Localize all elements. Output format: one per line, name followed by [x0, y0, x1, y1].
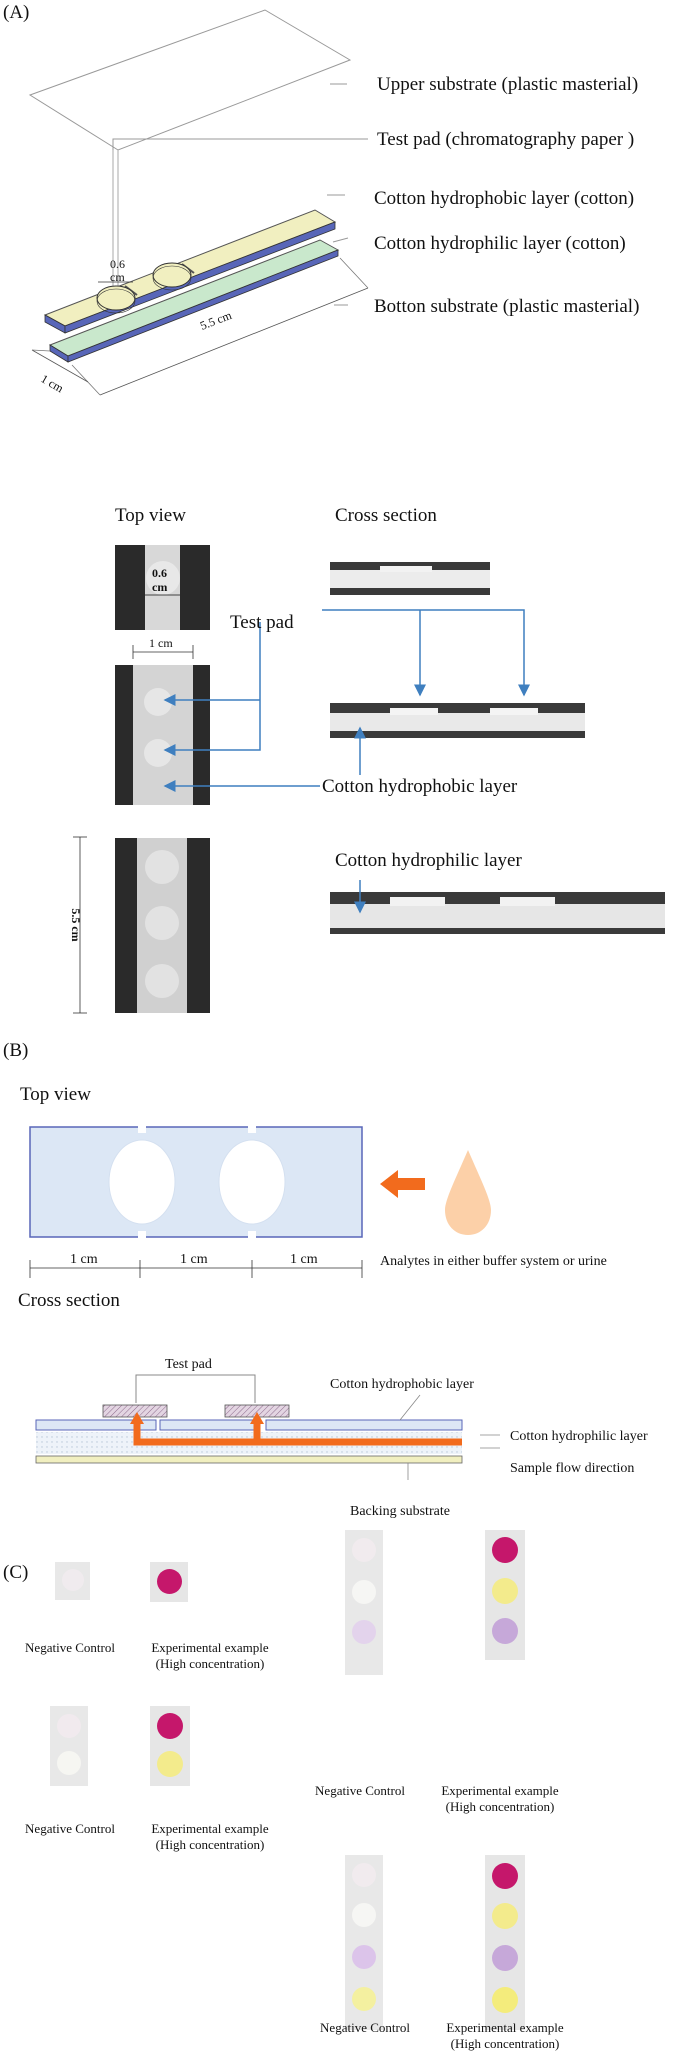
- cross-backing: [35, 1455, 463, 1464]
- pad-dim-value: 0.6: [110, 257, 125, 271]
- panel-b-top-diagram: 1 cm 1 cm 1 cm Analytes in either buffer…: [29, 1125, 607, 1278]
- label-hydrophobic: Cotton hydrophobic layer (cotton): [374, 188, 634, 209]
- cross-hydrophobic-1: [35, 1419, 157, 1431]
- c1-exp-line1: Experimental example: [151, 1640, 269, 1655]
- c1-exp-line2: (High concentration): [155, 1656, 265, 1671]
- exploded-diagram: 0.6 cm 5.5 cm 1 cm Upper substrate (plas…: [28, 9, 639, 396]
- c4-negative-label: Negative Control: [320, 2020, 410, 2035]
- label-bottom-substrate: Botton substrate (plastic masterial): [374, 296, 639, 317]
- cross-section-photo-2: [330, 703, 585, 738]
- panel-b-cross-section: Cross section: [18, 1290, 120, 1311]
- c3-experiment-label: Experimental example (High concentration…: [420, 1783, 580, 1815]
- cross-label-backing: Backing substrate: [350, 1504, 450, 1519]
- length-dim-label: 5.5 cm: [198, 308, 234, 333]
- photo-pad-dim-unit: cm: [152, 580, 167, 594]
- c3-negative-photo: [345, 1530, 383, 1675]
- cross-label-flow: Sample flow direction: [510, 1461, 634, 1476]
- photo-leader-lines: [163, 609, 530, 914]
- c2-exp-line1: Experimental example: [151, 1821, 269, 1836]
- dim-2: 1 cm: [180, 1252, 208, 1267]
- width-dim-label: 1 cm: [39, 371, 67, 395]
- label-test-pad: Test pad (chromatography paper ): [377, 129, 634, 150]
- photo-width-dim-label: 1 cm: [149, 636, 173, 650]
- panel-b-top-view: Top view: [20, 1084, 91, 1105]
- c2-negative-label: Negative Control: [25, 1821, 115, 1836]
- c4-experiment-photo: [485, 1855, 525, 2030]
- photo-pad-dim-value: 0.6: [152, 566, 167, 580]
- c1-experiment-photo: [150, 1562, 188, 1602]
- photo-length-dim-label: 5.5 cm: [69, 908, 83, 941]
- strip-top-view: [29, 1126, 363, 1238]
- photo-label-hydrophobic: Cotton hydrophobic layer: [322, 776, 518, 797]
- cross-test-pad-1: [102, 1404, 168, 1418]
- c2-exp-line2: (High concentration): [155, 1837, 265, 1852]
- photo-length-dim: 5.5 cm: [69, 836, 87, 1014]
- photo-label-test-pad: Test pad: [230, 612, 294, 633]
- analytes-label: Analytes in either buffer system or urin…: [380, 1254, 607, 1269]
- photo-top-view-label: Top view: [115, 505, 186, 526]
- c4-negative-photo: [345, 1855, 383, 2030]
- label-upper-substrate: Upper substrate (plastic masterial): [377, 74, 638, 95]
- flow-arrow-top: [380, 1170, 425, 1198]
- top-view-photo-3: [115, 838, 210, 1013]
- c3-negative-label: Negative Control: [315, 1783, 405, 1798]
- well-1: [108, 1139, 176, 1225]
- cross-section-photo-3: [330, 892, 665, 934]
- c1-negative-photo: [55, 1562, 90, 1600]
- c3-exp-line2: (High concentration): [445, 1799, 555, 1814]
- c3-experiment-photo: [485, 1530, 525, 1660]
- c1-experiment-label: Experimental example (High concentration…: [130, 1640, 290, 1672]
- top-view-photo-1: [115, 545, 210, 630]
- flow-arrow-cross: [133, 1422, 462, 1446]
- label-hydrophilic: Cotton hydrophilic layer (cotton): [374, 233, 626, 254]
- top-view-photo-2: [115, 665, 210, 805]
- photo-label-hydrophilic: Cotton hydrophilic layer: [335, 850, 522, 871]
- dim-1: 1 cm: [70, 1252, 98, 1267]
- pad-dim-unit: cm: [110, 270, 125, 284]
- photo-cross-section-label: Cross section: [335, 505, 437, 526]
- dim-3: 1 cm: [290, 1252, 318, 1267]
- upper-substrate-sheet: [28, 9, 352, 151]
- photo-width-dim: 1 cm: [132, 636, 194, 659]
- cross-hydrophobic-3: [265, 1419, 463, 1431]
- c4-exp-line1: Experimental example: [446, 2020, 564, 2035]
- c4-experiment-label: Experimental example (High concentration…: [425, 2020, 585, 2052]
- c4-exp-line2: (High concentration): [450, 2036, 560, 2051]
- cross-label-hydrophobic: Cotton hydrophobic layer: [330, 1377, 474, 1392]
- well-2: [218, 1139, 286, 1225]
- test-pad-disc-1: [96, 285, 136, 311]
- c1-negative-label: Negative Control: [25, 1640, 115, 1655]
- c2-negative-photo: [50, 1706, 88, 1786]
- c2-experiment-label: Experimental example (High concentration…: [130, 1821, 290, 1853]
- panel-b-tag: (B): [3, 1040, 29, 1061]
- panel-c-tag: (C): [3, 1562, 29, 1583]
- panel-b-cross-diagram: Test pad Cotton hydrophobic layer Cotton…: [35, 1357, 648, 1519]
- cross-section-photo-1: [330, 562, 490, 595]
- c2-experiment-photo: [150, 1706, 190, 1786]
- cross-label-test-pad: Test pad: [165, 1357, 212, 1372]
- sample-droplet: [445, 1150, 491, 1235]
- test-pad-disc-2: [152, 262, 192, 288]
- cross-hydrophobic-2: [159, 1419, 261, 1431]
- cross-label-hydrophilic: Cotton hydrophilic layer: [510, 1429, 648, 1444]
- c3-exp-line1: Experimental example: [441, 1783, 559, 1798]
- panel-a-tag: (A): [3, 2, 30, 23]
- top-view-photo-1-overlay: 0.6 cm: [145, 566, 180, 596]
